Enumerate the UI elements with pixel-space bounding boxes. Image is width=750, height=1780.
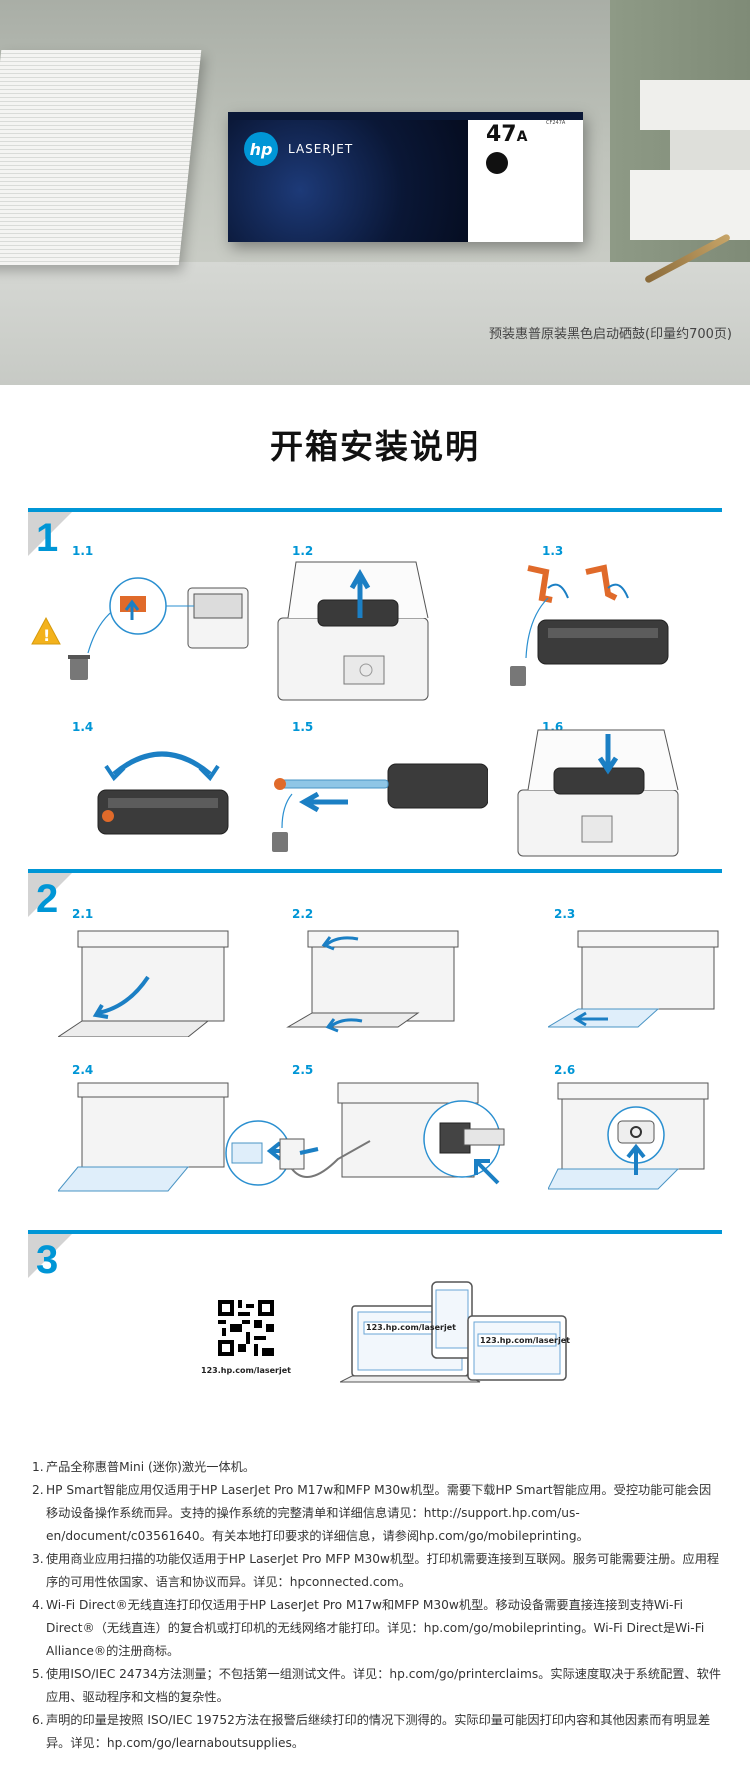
page-title: 开箱安装说明 <box>270 427 480 466</box>
tablet-url: 123.hp.com/laserjet <box>480 1336 570 1345</box>
step-label: 2.2 <box>292 907 314 921</box>
hp-logo: hp <box>244 132 278 166</box>
qr-url: 123.hp.com/laserjet <box>201 1366 291 1375</box>
step-label: 2.1 <box>72 907 94 921</box>
qr-code-icon <box>218 1300 274 1356</box>
footnote: 6.声明的印量是按照 ISO/IEC 19752方法在报警后继续打印的情况下测得… <box>32 1713 711 1750</box>
section-1: 1 1.1 1.2 1.3 1.4 1.5 1.6 ! <box>28 508 722 858</box>
table-surface <box>0 262 750 385</box>
footnote: 5.使用ISO/IEC 24734方法测量；不包括第一组测试文件。详见：hp.c… <box>32 1667 722 1704</box>
illustration-remove-clips <box>510 564 669 686</box>
step-label: 2.3 <box>554 907 576 921</box>
illustration-open-lid <box>277 561 429 701</box>
illustration-devices <box>340 1281 567 1383</box>
illustration-adjust-guides <box>286 930 459 1033</box>
stone-step <box>640 80 750 130</box>
step-label: 1.5 <box>292 720 314 734</box>
illustration-load-paper <box>548 930 719 1028</box>
step-label: 1.1 <box>72 544 94 558</box>
illustration-power-on <box>548 1082 709 1190</box>
step-label: 2.6 <box>554 1063 576 1077</box>
laptop-url: 123.hp.com/laserjet <box>366 1323 456 1332</box>
illustration-insert-cartridge <box>517 729 679 857</box>
step-label: 1.2 <box>292 544 314 558</box>
section-3: 3 <box>28 1230 722 1430</box>
toner-box: hp LASERJET 47A CF247A <box>228 112 583 242</box>
section-number: 2 <box>36 877 59 921</box>
section-number: 3 <box>36 1238 59 1282</box>
hero-caption: 预装惠普原装黑色启动硒鼓(印量约700页) <box>489 327 732 342</box>
illustration-open-tray <box>58 930 229 1037</box>
footnote: 2.HP Smart智能应用仅适用于HP LaserJet Pro M17w和M… <box>32 1483 712 1543</box>
illustration-pull-seal <box>272 763 488 852</box>
product-hero-image: hp LASERJET 47A CF247A 预装惠普原装黑色启动硒鼓(印量约7… <box>0 0 750 385</box>
footnote: 4.Wi-Fi Direct®无线直连打印仅适用于HP LaserJet Pro… <box>32 1598 705 1658</box>
stone-step <box>630 170 750 240</box>
product-line-label: LASERJET <box>288 142 354 156</box>
step-label: 2.5 <box>292 1063 314 1077</box>
black-toner-dot-icon <box>486 152 508 174</box>
footnote: 1.产品全称惠普Mini (迷你)激光一体机。 <box>32 1460 256 1474</box>
step-label: 2.4 <box>72 1063 94 1077</box>
paper-stack <box>0 50 202 265</box>
step-label: 1.3 <box>542 544 564 558</box>
svg-text:!: ! <box>43 626 50 645</box>
section-number: 1 <box>36 516 59 560</box>
footnote: 3.使用商业应用扫描的功能仅适用于HP LaserJet Pro MFP M30… <box>32 1552 720 1589</box>
footnotes: 1.产品全称惠普Mini (迷你)激光一体机。 2.HP Smart智能应用仅适… <box>32 1456 722 1755</box>
model-number: 47A <box>486 122 528 147</box>
step-label: 1.4 <box>72 720 94 734</box>
illustration-connect-power <box>279 1082 505 1185</box>
illustration-close-tray <box>58 1082 294 1192</box>
section-2: 2 2.1 2.2 2.3 2.4 2.5 2.6 <box>28 869 722 1214</box>
illustration-shake-cartridge <box>97 751 229 835</box>
model-code: CF247A <box>546 120 566 126</box>
illustration-remove-tape: ! <box>31 577 249 680</box>
stone-step <box>670 130 750 170</box>
